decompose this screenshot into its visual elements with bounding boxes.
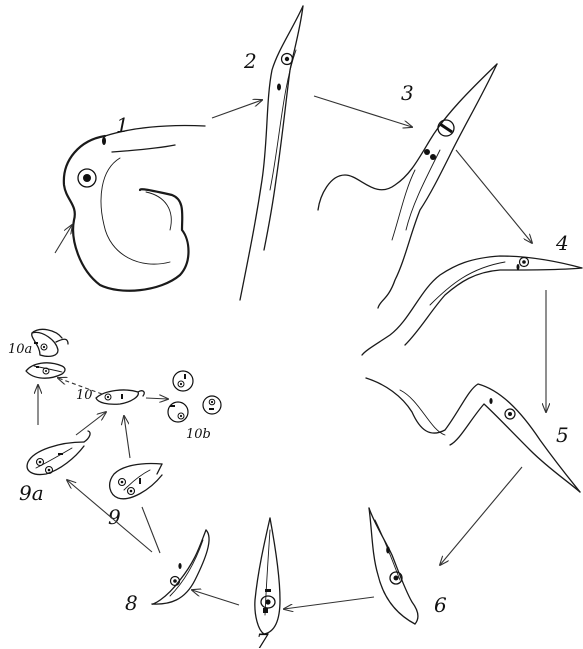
stage-label-2: 2 [243,49,257,73]
kinetoplast-6 [386,547,390,554]
stage-label-7: 7 [256,629,269,649]
arrow-6-to-7 [284,597,374,609]
arrow-9-to-10 [124,416,130,458]
stage-label-3: 3 [401,81,414,105]
round-form-2 [168,402,188,422]
arrow-1-to-2 [212,100,262,118]
arrow-9a-to-10 [76,412,106,435]
arrow-10-to-10b [146,398,168,399]
kinetoplast-3b [430,154,436,160]
stage-label-1: 1 [116,113,129,137]
stage-label-5: 5 [556,423,569,447]
stage-label-10: 10 [76,388,93,403]
stage-label-10a: 10a [8,342,32,357]
stage-9a-organism [27,431,90,475]
kinetoplast-3a [424,149,430,155]
kinetoplast-2 [277,84,281,91]
arrow-7-to-8 [192,590,239,605]
kinetoplast-10 [121,394,123,399]
stage-label-10b: 10b [186,427,211,442]
kinetoplast-rounded [36,366,39,368]
stage-label-9a: 9a [19,481,44,505]
stage-10b-group [168,371,221,422]
kinetoplast-5 [489,398,492,404]
kinetoplast-7 [265,589,271,592]
stage-6-organism [369,508,418,624]
kinetoplast-9 [139,478,141,484]
arrow-3-to-4 [456,150,532,243]
stage-5-organism [366,378,580,492]
stage-9-organism [110,463,162,498]
round-form-1 [173,371,193,391]
stage-10-organism [96,390,144,404]
stage-label-4: 4 [555,231,569,255]
stage-4-organism [362,256,582,355]
arrow-2-to-3 [314,96,412,127]
kinetoplast-10a [34,342,38,344]
kinetoplast-8 [178,563,181,569]
arrow-5-to-6 [440,467,522,565]
kinetoplast-4 [517,264,520,270]
round-form-3 [203,396,221,414]
rounded-form [26,363,65,378]
arrow-8-to-9a [67,480,152,552]
kinetoplast-1 [102,137,106,145]
arrow-10a-to-1 [55,225,72,253]
stage-1-organism [64,125,205,290]
cycle-arrows [38,96,546,609]
kinetoplast-9a [58,453,63,455]
stage-label-8: 8 [125,591,138,615]
stage-7-organism [255,518,280,634]
stage-10a-organism [32,329,68,356]
stage-label-6: 6 [434,593,447,617]
